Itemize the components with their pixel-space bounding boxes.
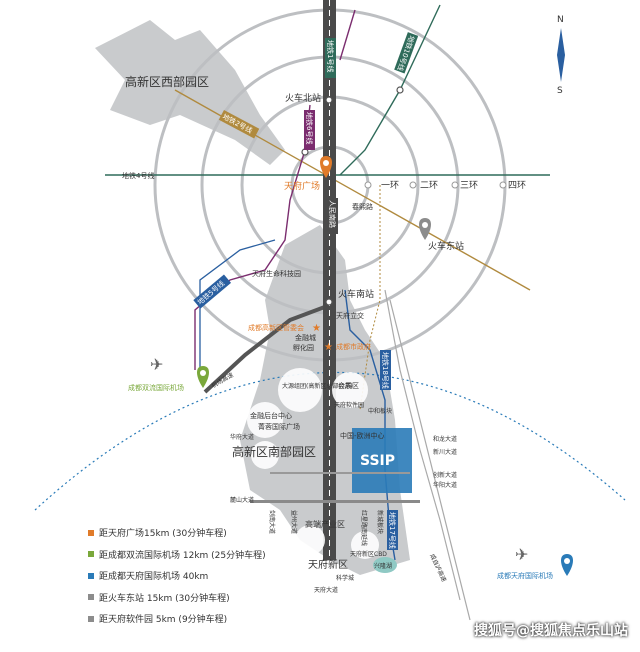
ring2-label: 二环: [420, 180, 438, 191]
road-tianfu-ave: 天府大道: [314, 586, 338, 594]
legend-text: 距成都天府国际机场 40km: [99, 572, 209, 582]
metro-line6-east: [339, 9, 356, 61]
metro-line4-label: 地铁4号线: [122, 171, 154, 180]
place-jingrong-plaza: 菁蓉国际广场: [258, 422, 300, 431]
place-tianfu-airport: 成都天府国际机场: [497, 571, 553, 580]
legend-swatch: [88, 551, 94, 557]
legend-text: 距火车东站 15km (30分钟车程): [99, 593, 230, 604]
road-huafu: 华府大道: [230, 433, 254, 441]
road-kexue: 科学城: [336, 574, 354, 582]
road-chengzilu-label: 成自泸高速: [428, 552, 448, 583]
legend-item: 距火车东站 15km (30分钟车程): [88, 592, 266, 604]
compass-icon: N S: [557, 15, 565, 96]
pin-east-station: [419, 218, 431, 240]
metro-line5: [199, 239, 276, 370]
legend-item: 距成都双流国际机场 12km (25分钟车程): [88, 549, 266, 561]
road-yizhou-label: 益州大道: [290, 510, 298, 534]
star-icon: ★: [324, 342, 333, 353]
airport-arc: [34, 371, 626, 511]
place-shuangliu-airport: 成都双流国际机场: [128, 383, 184, 392]
legend: 距天府广场15km (30分钟车程) 距成都双流国际机场 12km (25分钟车程…: [88, 527, 266, 635]
metro-dotted: [359, 185, 381, 411]
station-interchange-label: 天府立交: [336, 311, 364, 320]
place-software-park: 天府软件园: [334, 401, 364, 409]
place-tianfu-cbd: 天府新区CBD: [350, 550, 387, 558]
road-heping: 和龙大道: [433, 435, 457, 443]
place-city-gov: 成都市政府: [336, 342, 371, 351]
place-zhonghe: 中和板块: [368, 407, 392, 415]
station-east-label: 火车东站: [428, 240, 464, 252]
station-south-label: 火车南站: [338, 288, 374, 300]
station-north-label: 火车北站: [285, 92, 321, 104]
airport-express-road: [203, 303, 331, 394]
east-road: [384, 289, 461, 601]
place-xinglong-lake: 兴隆湖: [374, 562, 392, 570]
legend-text: 距天府软件园 5km (9分钟车程): [99, 615, 228, 625]
place-fuhua: 孵化园: [293, 343, 314, 352]
ring-markers: [364, 181, 507, 189]
district-south-label: 高新区南部园区: [232, 444, 316, 459]
legend-item: 距天府广场15km (30分钟车程): [88, 527, 266, 539]
metro-line6-label: 地铁6号线: [305, 112, 314, 144]
west-park-region: [95, 20, 285, 165]
ring1-label: 一环: [381, 180, 399, 191]
legend-item: 距天府软件园 5km (9分钟车程): [88, 613, 266, 625]
legend-swatch: [88, 594, 94, 600]
ring3-label: 三环: [460, 180, 478, 191]
pin-shuangliu-airport: [197, 366, 209, 388]
metro-line1-label: 地铁1号线: [326, 40, 335, 72]
place-xingcheng-label: 新城板块: [376, 510, 384, 534]
road-xinchuan: 新川大道: [433, 448, 457, 456]
place-china-eu: 中国-欧洲中心: [340, 431, 385, 440]
legend-text: 距天府广场15km (30分钟车程): [99, 529, 227, 539]
facility-discs: [247, 368, 379, 559]
metro-line18-label: 地铁18号线: [381, 352, 390, 389]
ring4-label: 四环: [508, 180, 526, 191]
metro-tianfu-label: 地铁17号线: [388, 512, 397, 549]
pin-tianfu-airport: [561, 554, 573, 576]
district-tianfu-label: 天府新区: [308, 558, 348, 571]
watermark: 搜狐号@搜狐焦点乐山站: [474, 623, 628, 639]
station-markers: [301, 86, 404, 306]
district-west-label: 高新区西部园区: [125, 74, 209, 89]
road-huayang: 华阳大道: [433, 481, 457, 489]
svg-text:N: N: [557, 15, 564, 25]
place-dayuan: 大源组团(高新区总部经济): [282, 382, 353, 390]
place-wenjiang-label: 红星路南延线: [360, 510, 368, 546]
place-exhibition: 会展区: [338, 381, 359, 390]
place-life-park: 天府生命科技园: [252, 269, 301, 278]
project-block: [352, 428, 412, 493]
road-chuangxin: 创新大道: [433, 471, 457, 479]
station-tianfu-label: 天府广场: [284, 180, 320, 192]
svg-text:S: S: [557, 86, 563, 96]
legend-text: 距成都双流国际机场 12km (25分钟车程): [99, 550, 266, 561]
place-jinrong-tai: 金融后台中心: [250, 411, 292, 420]
plane-icon: ✈: [515, 545, 528, 564]
place-hi-tech: 高端产业区: [305, 519, 345, 529]
place-finance: 金融城: [295, 333, 316, 342]
legend-swatch: [88, 615, 94, 622]
project-logo-text: SSIP: [360, 453, 395, 469]
plane-icon: ✈: [150, 355, 163, 374]
star-icon: ★: [312, 323, 321, 334]
pin-tianfu-square: [320, 156, 332, 178]
road-renmin-label: 人民南路: [328, 200, 337, 228]
legend-item: 距成都天府国际机场 40km: [88, 570, 266, 582]
metro-line10: [339, 4, 441, 176]
legend-swatch: [88, 572, 94, 579]
road-jiannan-label: 剑南大道: [268, 510, 276, 534]
legend-swatch: [88, 529, 94, 536]
station-chunxi-label: 春熙路: [352, 202, 373, 211]
xinglong-lake: [373, 557, 397, 573]
place-gaoxin-admin: 成都高新区管委会: [248, 323, 304, 332]
road-lushan: 麓山大道: [230, 496, 254, 504]
